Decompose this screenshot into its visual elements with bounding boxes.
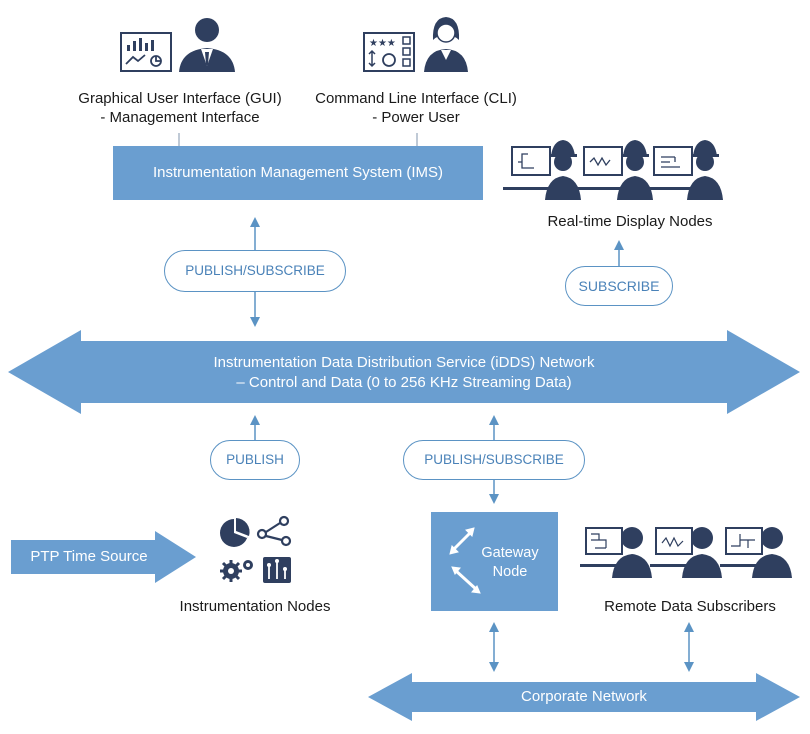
realtime-display-workers-icon — [503, 140, 723, 200]
cli-label: Command Line Interface (CLI) - Power Use… — [298, 89, 534, 127]
corporate-network-label: Corporate Network — [521, 688, 647, 705]
ims-label: Instrumentation Management System (IMS) — [152, 164, 444, 181]
idds-label-line2: – Control and Data (0 to 256 KHz Streami… — [236, 374, 572, 391]
corporate-network-arrow — [368, 673, 800, 721]
realtime-subscribe-pill: SUBSCRIBE — [565, 266, 673, 306]
remote-subscribers-label: Remote Data Subscribers — [604, 598, 776, 615]
idds-network-label: Instrumentation Data Distribution Servic… — [81, 353, 727, 393]
cli-label-line1: Command Line Interface (CLI) — [315, 90, 517, 107]
star-board-icon: ★★★ — [363, 32, 415, 72]
instrumentation-nodes-icons — [220, 515, 292, 583]
gears-icon — [220, 560, 253, 582]
idds-network-arrow — [8, 330, 800, 414]
gui-label-line1: Graphical User Interface (GUI) — [78, 90, 282, 107]
gateway-publish-subscribe-pill: PUBLISH/SUBSCRIBE — [403, 440, 585, 480]
gateway-label-line2: Node — [492, 564, 528, 580]
cli-label-line2: - Power User — [372, 109, 460, 126]
realtime-display-label: Real-time Display Nodes — [547, 213, 713, 230]
gui-label: Graphical User Interface (GUI) - Managem… — [60, 89, 300, 127]
circuit-board-icon — [263, 557, 291, 583]
ptp-arrow — [11, 531, 196, 583]
nodes-publish-pill: PUBLISH — [210, 440, 300, 480]
male-user-icon — [179, 18, 235, 72]
gui-label-line2: - Management Interface — [100, 109, 260, 126]
gateway-arrows-icon — [449, 527, 481, 594]
ptp-time-source-label: PTP Time Source — [30, 548, 148, 565]
ims-publish-subscribe-pill: PUBLISH/SUBSCRIBE — [164, 250, 346, 292]
remote-subscribers-icon — [580, 527, 792, 578]
gateway-node-box — [431, 512, 558, 611]
svg-text:★★★: ★★★ — [369, 38, 396, 49]
idds-label-line1: Instrumentation Data Distribution Servic… — [213, 354, 595, 371]
dashboard-board-icon — [120, 32, 172, 72]
gateway-node-label: Gateway Node — [470, 544, 550, 582]
flowchart-icon — [256, 515, 292, 547]
pie-chart-icon — [220, 518, 250, 547]
ims-box — [113, 146, 483, 200]
instrumentation-nodes-label: Instrumentation Nodes — [179, 598, 331, 615]
gateway-label-line1: Gateway — [481, 545, 539, 561]
female-user-icon — [424, 17, 468, 72]
